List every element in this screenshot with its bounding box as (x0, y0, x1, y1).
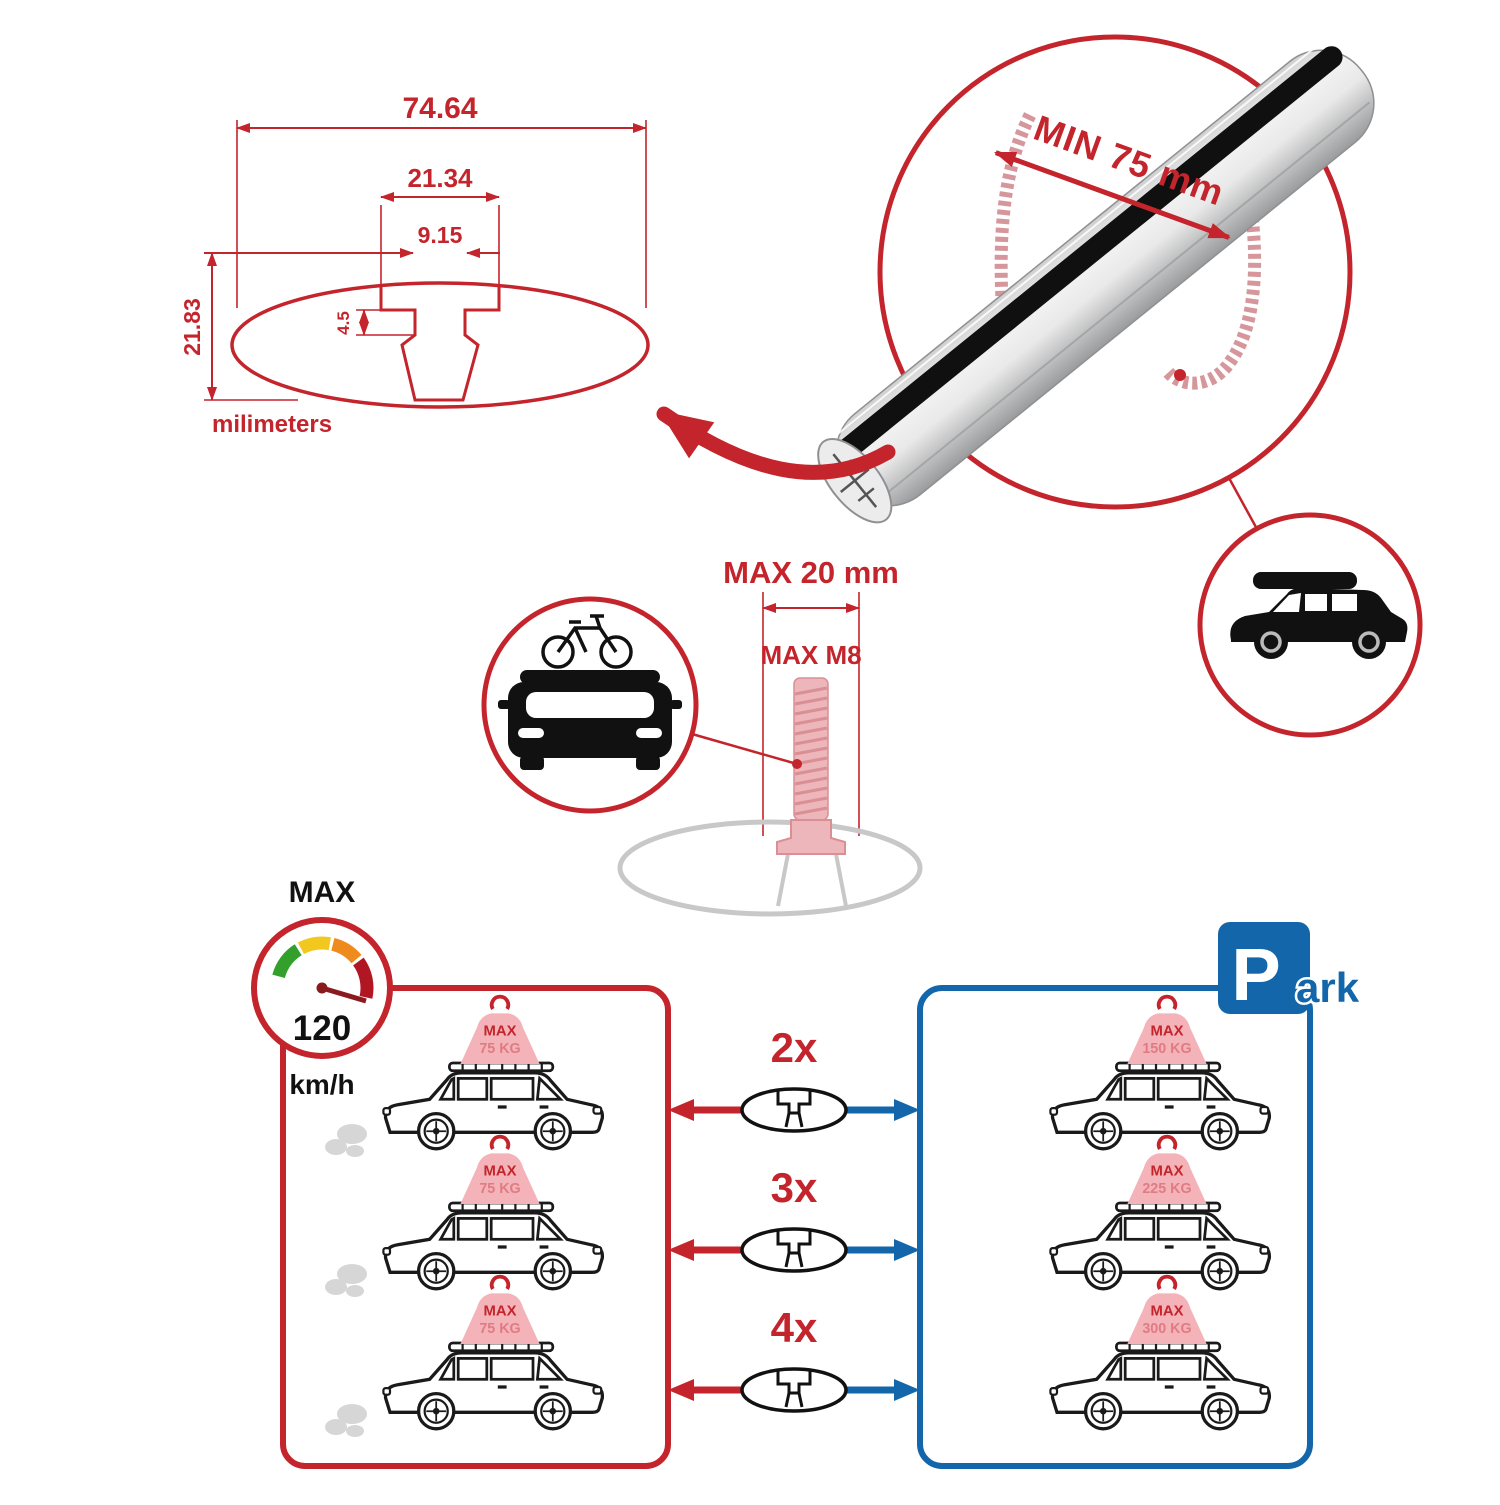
max-width-label: MAX 20 mm (723, 555, 899, 590)
load-flag-driving-3: MAX 75 KG (458, 1274, 542, 1346)
blue-arrow-right (894, 1099, 920, 1121)
gauge-dial: 120 km/h (251, 917, 393, 1100)
crossbar-detail-circle: MIN 75 mm (817, 34, 1375, 524)
t-bolt (776, 677, 846, 855)
dim-width-total: 74.64 (402, 92, 477, 125)
red-arrow-left (668, 1239, 694, 1261)
fixation-point-dot (1174, 369, 1186, 381)
crossbar-slot-icon-3 (740, 1367, 848, 1413)
flag-title: MAX (1151, 1163, 1184, 1179)
flag-value: 75 KG (479, 1321, 520, 1337)
flag-value: 150 KG (1142, 1041, 1191, 1057)
bike-car-circle (481, 596, 699, 814)
gauge-needle (321, 985, 367, 1004)
dim-slot-inner: 9.15 (418, 222, 463, 248)
speed-limit-gauge: MAX (289, 876, 356, 909)
multiplier-3x: 3x (771, 1164, 818, 1211)
unit-label: milimeters (212, 411, 332, 438)
gauge-title: MAX (289, 876, 356, 909)
multiplier-4x: 4x (771, 1304, 818, 1351)
blue-arrow-right (894, 1239, 920, 1261)
red-arrow-left (668, 1379, 694, 1401)
park-sign-square (1218, 922, 1310, 1014)
multiplier-2x: 2x (771, 1024, 818, 1071)
bicycle-icon (541, 614, 633, 669)
park-sign: P ark (1218, 922, 1362, 1016)
crossbar-slot-icon-2 (740, 1227, 848, 1273)
gauge-unit: km/h (289, 1069, 354, 1100)
flag-title: MAX (484, 1163, 517, 1179)
load-flag-driving-2: MAX 75 KG (458, 1134, 542, 1206)
flag-value: 75 KG (479, 1181, 520, 1197)
crossbar-profile-ellipse (230, 281, 650, 409)
load-flag-parked-3: MAX 300 KG (1125, 1274, 1209, 1346)
dim-slot-depth: 4.5 (334, 311, 353, 335)
t-slot-profile (379, 287, 501, 402)
dimension-diagram: 74.64 21.34 9.15 4.5 21.83 milimeters (179, 92, 650, 438)
crossbar-slot-icon-1 (740, 1087, 848, 1133)
load-flag-driving-1: MAX 75 KG (458, 994, 542, 1066)
gauge-value: 120 (293, 1009, 351, 1048)
park-letter: P (1231, 933, 1280, 1016)
flag-title: MAX (1151, 1023, 1184, 1039)
blue-arrow-right (894, 1379, 920, 1401)
flag-title: MAX (1151, 1303, 1184, 1319)
red-arrow-left (668, 1099, 694, 1121)
bolt-diagram: MAX 20 mm MAX M8 (617, 555, 923, 917)
dim-profile-height: 21.83 (179, 298, 205, 356)
parked-limits-box: MAX 150 KG MAX 225 KG MAX 300 KG (917, 985, 1313, 1469)
dim-slot-outer: 21.34 (407, 163, 473, 193)
circle-connector-line (1227, 477, 1259, 530)
load-flag-parked-1: MAX 150 KG (1125, 994, 1209, 1066)
flag-title: MAX (484, 1023, 517, 1039)
car-front-silhouette (498, 670, 682, 770)
driving-limits-box: MAX 75 KG MAX 75 KG MAX 75 KG (280, 985, 671, 1469)
multiplier-column: 2x 3x 4x (668, 1024, 920, 1413)
flag-value: 225 KG (1142, 1181, 1191, 1197)
max-thread-label: MAX M8 (760, 640, 861, 670)
suv-with-roofbox (1230, 572, 1408, 659)
load-flag-parked-2: MAX 225 KG (1125, 1134, 1209, 1206)
bolt-leader-line (691, 732, 798, 766)
aluminum-crossbar (817, 40, 1375, 524)
bracket-hook-right (1163, 199, 1262, 390)
flag-value: 300 KG (1142, 1321, 1191, 1337)
ghost-profile-ellipse (617, 819, 923, 917)
roofbox-car-circle (1197, 512, 1423, 738)
flag-title: MAX (484, 1303, 517, 1319)
park-suffix: ark (1296, 964, 1360, 1011)
zoom-out-arrow (656, 406, 896, 480)
bolt-point-dot (792, 759, 802, 769)
flag-value: 75 KG (479, 1041, 520, 1057)
